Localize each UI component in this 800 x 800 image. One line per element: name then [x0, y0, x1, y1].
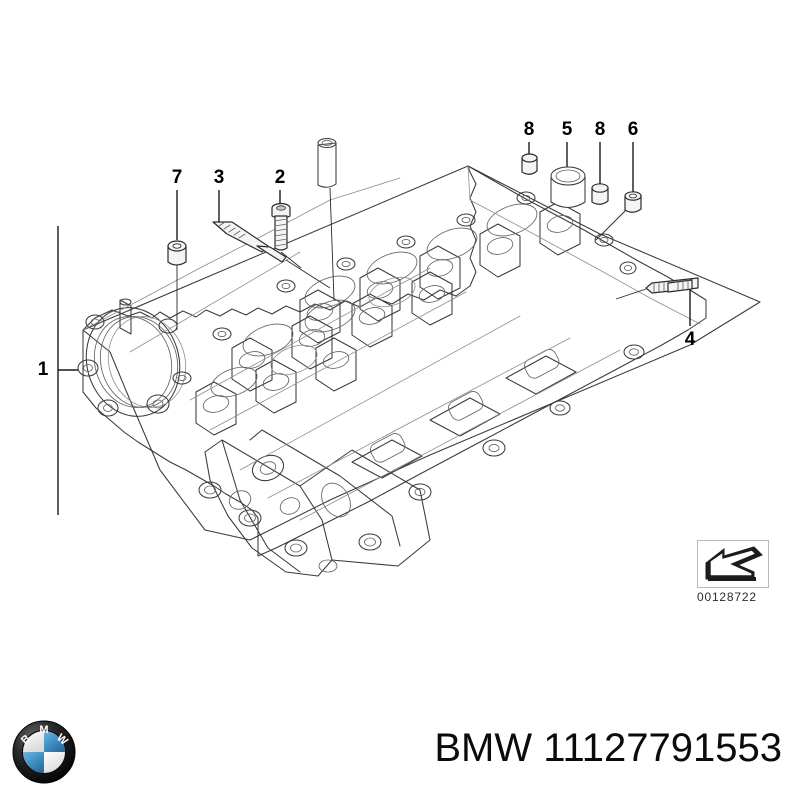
callout-label-2: 2	[275, 167, 286, 188]
diagram-id-code: 00128722	[697, 590, 757, 604]
callout-3: 3	[212, 167, 331, 289]
footer-part-caption: BMW 11127791553	[434, 726, 782, 770]
callout-label-1: 1	[38, 359, 49, 380]
callout-4: 4	[615, 277, 699, 350]
callout-2: 2	[271, 167, 302, 269]
callout-label-8-right: 8	[595, 119, 606, 140]
callout-label-8-left: 8	[524, 119, 535, 140]
timing-cover-flange	[77, 298, 187, 417]
callout-label-7: 7	[172, 167, 183, 188]
callout-5: 5	[550, 119, 586, 209]
part-bushing	[167, 240, 187, 266]
callout-label-6: 6	[628, 119, 639, 140]
callout-6: 6	[595, 119, 642, 241]
arrow-icon	[705, 546, 763, 581]
callout-7: 7	[167, 167, 187, 330]
part-sealing-cap-large	[550, 166, 586, 209]
cam-bearing-saddles-front	[195, 337, 357, 436]
part-threaded-stud-short	[212, 221, 331, 289]
part-plug-left	[521, 153, 538, 175]
casting-ribs	[129, 251, 621, 521]
callout-1-leader	[57, 226, 78, 515]
valve-bore-openings	[210, 203, 538, 398]
svg-text:M: M	[39, 724, 48, 736]
diagram-id-box	[697, 540, 769, 588]
callout-label-3: 3	[214, 167, 225, 188]
port-flanges	[351, 344, 645, 501]
callout-8-right: 8	[591, 119, 609, 205]
callout-label-5: 5	[562, 119, 573, 140]
cam-bearing-saddles-middle	[231, 271, 453, 392]
part-cap-screw	[271, 202, 302, 269]
callout-label-4: 4	[685, 329, 696, 350]
cam-bearing-saddles-back	[299, 201, 581, 344]
callout-8-left: 8	[521, 119, 538, 175]
part-plug-small-right	[595, 191, 642, 241]
cylinder-head-assembly	[77, 165, 761, 577]
footer: B M W BMW 11127791553	[0, 712, 800, 800]
part-plug-right	[591, 183, 609, 205]
part-threaded-stud-long	[615, 277, 699, 300]
bmw-roundel-logo: B M W	[12, 720, 76, 784]
dowel-sleeve-detail	[317, 137, 337, 301]
lower-mounting-bracket	[198, 429, 431, 577]
head-bolt-bosses	[172, 191, 637, 385]
